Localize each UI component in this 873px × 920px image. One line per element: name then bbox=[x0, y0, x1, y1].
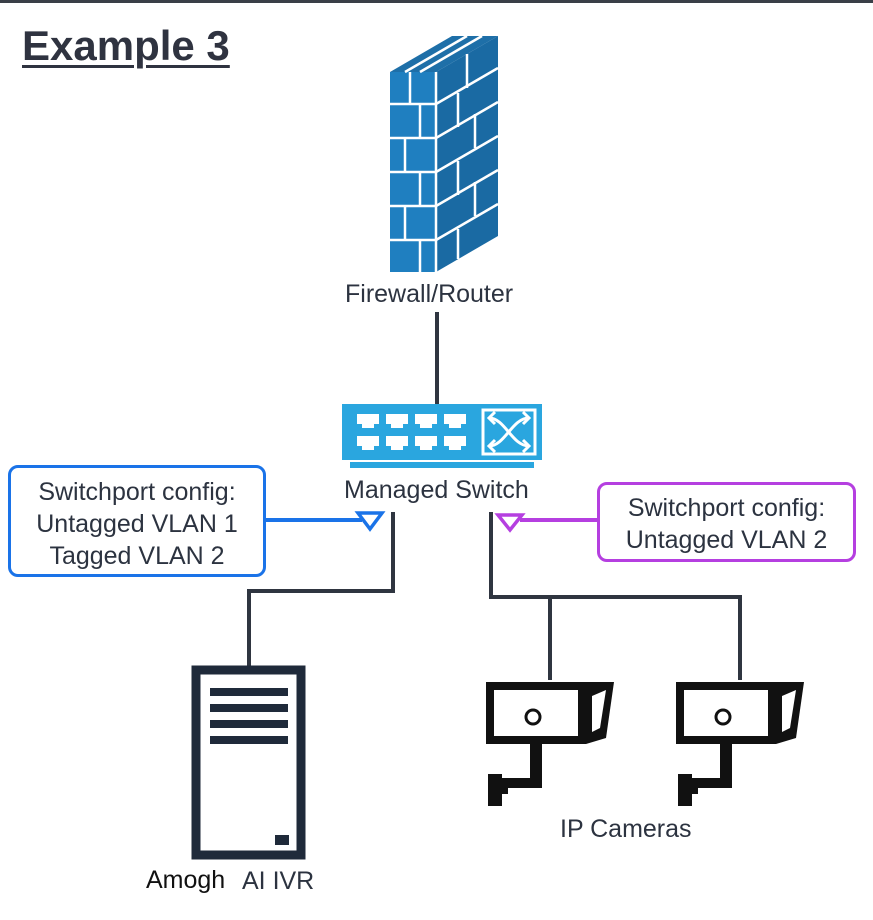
cameras-label: IP Cameras bbox=[560, 815, 692, 843]
callout-line: Untagged VLAN 2 bbox=[625, 526, 828, 554]
callout-line: Switchport config: bbox=[627, 494, 826, 522]
server-label-name: Amogh bbox=[146, 866, 226, 894]
firewall-label: Firewall/Router bbox=[345, 280, 514, 308]
server-tower-icon bbox=[191, 665, 306, 860]
page-title: Example 3 bbox=[22, 22, 230, 69]
firewall-brick-wall-icon bbox=[390, 34, 499, 272]
security-camera-icon bbox=[486, 682, 614, 806]
server-link-line bbox=[247, 512, 395, 672]
camera-link-line-2 bbox=[550, 595, 742, 680]
security-camera-icon-2 bbox=[676, 682, 804, 806]
switch-label: Managed Switch bbox=[344, 476, 529, 504]
purple-arrow-icon bbox=[494, 513, 526, 533]
top-border bbox=[0, 0, 873, 3]
callout-line: Tagged VLAN 2 bbox=[49, 542, 225, 570]
camera-link-line-1 bbox=[489, 512, 552, 680]
callout-line: Switchport config: bbox=[38, 478, 236, 506]
server-port-config-callout: Switchport config: Untagged VLAN 1 Tagge… bbox=[8, 465, 266, 577]
blue-arrow-icon bbox=[354, 511, 386, 532]
server-label-type: AI IVR bbox=[242, 867, 315, 895]
callout-line: Untagged VLAN 1 bbox=[36, 510, 238, 538]
network-switch-icon bbox=[342, 404, 542, 468]
camera-port-config-callout: Switchport config: Untagged VLAN 2 bbox=[597, 482, 856, 562]
